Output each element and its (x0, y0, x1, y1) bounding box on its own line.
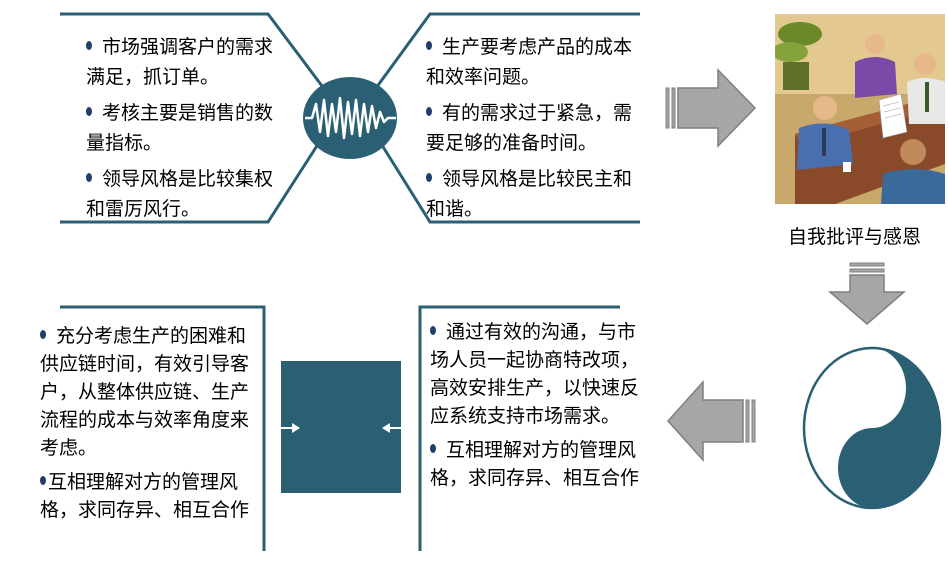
caption-self-criticism: 自我批评与感恩 (788, 226, 922, 248)
inward-arrow-left (266, 423, 300, 433)
conflict-icon (303, 77, 397, 159)
bullet-icon (426, 41, 432, 50)
bottom-right-text: 通过有效的沟通，与市场人员一起协商特改项，高效安排生产，以快速反应系统支持市场需… (430, 318, 650, 498)
top-right-text: 生产要考虑产品的成本和效率问题。 有的需求过于紧急，需要足够的准备时间。 领导风… (426, 32, 641, 230)
list-item: 互相理解对方的管理风格，求同存异、相互合作 (430, 439, 640, 489)
top-left-text: 市场强调客户的需求满足，抓订单。 考核主要是销售的数量指标。 领导风格是比较集权… (86, 32, 276, 230)
left-arrow (666, 380, 756, 462)
bullet-icon (86, 107, 92, 116)
down-arrow (827, 262, 907, 325)
business-meeting-clipart (775, 14, 945, 204)
list-item: 生产要考虑产品的成本和效率问题。 (426, 36, 633, 88)
bullet-icon (40, 330, 46, 339)
bullet-icon (430, 326, 436, 335)
list-item: 互相理解对方的管理风格，求同存异、相互合作 (40, 471, 250, 521)
bottom-right-bracket (418, 305, 620, 551)
right-arrow (665, 68, 757, 148)
list-item: 有的需求过于紧急，需要足够的准备时间。 (426, 102, 633, 154)
bullet-icon (430, 444, 436, 453)
list-item: 考核主要是销售的数量指标。 (86, 102, 274, 154)
bullet-icon (86, 41, 92, 50)
bullet-icon (86, 173, 92, 182)
list-item: 领导风格是比较集权和雷厉风行。 (86, 168, 274, 220)
yin-yang-icon (802, 346, 942, 510)
list-item: 充分考虑生产的困难和供应链时间，有效引导客户，从整体供应链、生产流程的成本与效率… (40, 325, 250, 459)
bullet-icon (426, 173, 432, 182)
inward-arrow-right (382, 423, 416, 433)
bullet-icon (40, 476, 46, 485)
list-item: 市场强调客户的需求满足，抓订单。 (86, 36, 274, 88)
cooperation-box (281, 361, 401, 493)
list-item: 通过有效的沟通，与市场人员一起协商特改项，高效安排生产，以快速反应系统支持市场需… (430, 321, 640, 427)
bullet-icon (426, 107, 432, 116)
bottom-left-bracket (60, 305, 266, 551)
bottom-left-text: 充分考虑生产的困难和供应链时间，有效引导客户，从整体供应链、生产流程的成本与效率… (40, 322, 258, 530)
list-item: 领导风格是比较民主和和谐。 (426, 168, 633, 220)
